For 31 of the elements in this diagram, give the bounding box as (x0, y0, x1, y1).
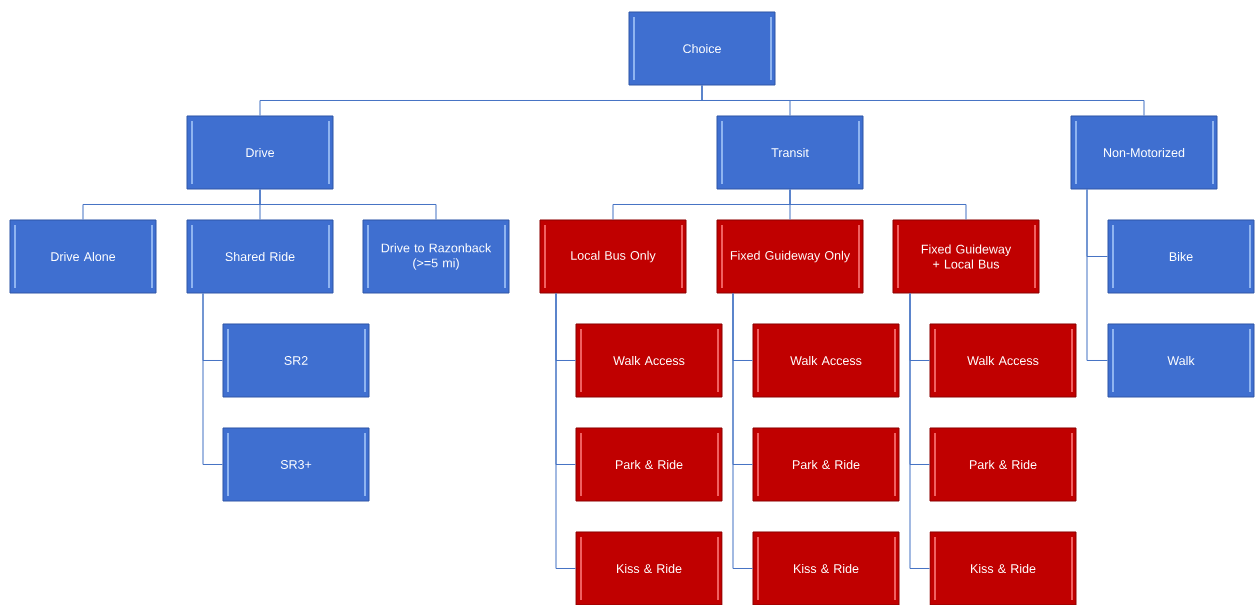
tree-box: Kiss & Ride (929, 531, 1077, 605)
tree-box: Choice (628, 11, 776, 86)
tree-box: Local Bus Only (539, 219, 687, 294)
tree-box: Drive to Razonback (>=5 mi) (362, 219, 510, 294)
tree-box: Walk Access (752, 323, 900, 398)
connector-line (259, 189, 437, 220)
tree-box: Walk Access (929, 323, 1077, 398)
tree-box: Kiss & Ride (575, 531, 723, 605)
tree-box: Park & Ride (752, 427, 900, 502)
tree-box: Walk Access (575, 323, 723, 398)
tree-box: Fixed Guideway Only (716, 219, 864, 294)
connector-line (789, 189, 967, 220)
tree-box: Bike (1107, 219, 1255, 294)
tree-box: Drive (186, 115, 334, 190)
tree-box: Walk (1107, 323, 1255, 398)
tree-box: Shared Ride (186, 219, 334, 294)
tree-box: SR2 (222, 323, 370, 398)
tree-box: Fixed Guideway + Local Bus (892, 219, 1040, 294)
tree-box: Kiss & Ride (752, 531, 900, 605)
connector-line (202, 293, 223, 465)
connector-line (701, 85, 1145, 116)
connector-line (732, 293, 753, 569)
tree-box: SR3+ (222, 427, 370, 502)
connector-line (909, 293, 930, 569)
tree-box: Park & Ride (575, 427, 723, 502)
tree-box: Transit (716, 115, 864, 190)
tree-box: Drive Alone (9, 219, 157, 294)
connector-line (555, 293, 576, 569)
tree-box: Park & Ride (929, 427, 1077, 502)
connector-line (1086, 189, 1108, 361)
tree-box: Non-Motorized (1070, 115, 1218, 190)
